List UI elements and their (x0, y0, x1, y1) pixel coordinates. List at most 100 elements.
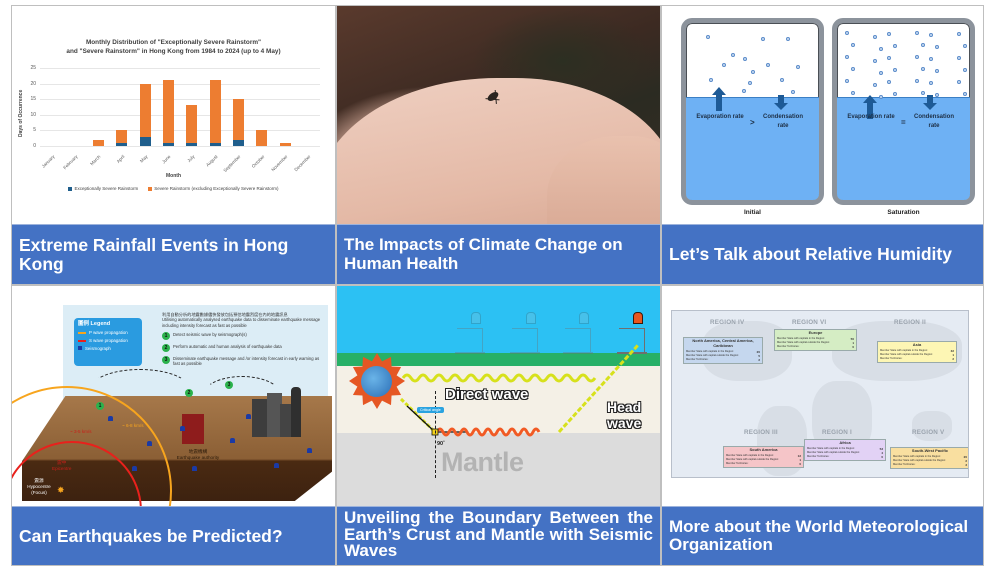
bar-segment-exceptional (139, 136, 151, 146)
chart-title: Monthly Distribution of "Exceptionally S… (66, 39, 281, 56)
bar-segment-exceptional (232, 139, 244, 146)
water-vapour-molecule-icon (845, 31, 849, 35)
jar-initial: Evaporation rate > Condensation rate (681, 18, 824, 205)
surface-layer (337, 353, 660, 366)
chart-bar-march (92, 139, 104, 146)
chart-gridline (40, 99, 320, 101)
rainfall-chart-thumbnail[interactable]: Monthly Distribution of "Exceptionally S… (12, 6, 335, 226)
bar-segment-severe (256, 130, 268, 146)
jar-saturation: Evaporation rate = Condensation rate (832, 18, 975, 205)
card-wmo[interactable]: REGION IV REGION VI REGION II REGION III… (661, 285, 984, 566)
water-vapour-molecule-icon (929, 57, 933, 61)
chart-gridline (40, 68, 320, 69)
rate-operator: = (901, 118, 906, 127)
legend-item-exceptional: Exceptionally Severe Rainstorm (68, 186, 138, 191)
card-title[interactable]: Extreme Rainfall Events in Hong Kong (12, 224, 335, 284)
seismograph-icon (108, 416, 113, 421)
city-building-icon (267, 393, 282, 437)
seismic-diagram-thumbnail[interactable]: Mantle Critical angle 90˚ (337, 286, 660, 508)
humidity-diagram-thumbnail[interactable]: Evaporation rate > Condensation rate Ini… (662, 6, 983, 226)
hypocentre-star-icon: ✸ (57, 485, 65, 495)
seismic-wave-diagram: Mantle Critical angle 90˚ (337, 286, 660, 508)
world-map: REGION IV REGION VI REGION II REGION III… (671, 310, 969, 478)
mosquito-photo-thumbnail[interactable] (337, 6, 660, 226)
bar-segment-severe (162, 80, 174, 143)
chart-y-tick: 10 (30, 111, 36, 118)
card-title[interactable]: Let’s Talk about Relative Humidity (662, 224, 983, 284)
legend-swatch (68, 186, 73, 191)
wmo-region-map: REGION IV REGION VI REGION II REGION III… (662, 286, 983, 508)
water-vapour-molecule-icon (845, 55, 849, 59)
head-wave-label-2: wave (606, 415, 642, 432)
water-vapour-molecule-icon (709, 78, 713, 82)
jar-caption-saturation: Saturation (887, 209, 920, 216)
earthquake-diagram-thumbnail[interactable]: 圖例 Legend P wave propagation S wave prop… (12, 286, 335, 508)
sky-layer (337, 286, 660, 353)
bar-segment-exceptional (209, 142, 221, 146)
water-vapour-molecule-icon (887, 80, 891, 84)
photo-background (337, 6, 660, 226)
chart-legend: Exceptionally Severe Rainstorm Severe Ra… (12, 186, 335, 191)
city-building-icon (280, 404, 293, 437)
water-vapour-molecule-icon (748, 81, 752, 85)
bar-segment-severe (209, 80, 221, 143)
water-vapour-molecule-icon (761, 37, 765, 41)
water-vapour-molecule-icon (915, 55, 919, 59)
chart-gridline (40, 130, 320, 132)
water-layer (686, 97, 819, 200)
card-relative-humidity[interactable]: Evaporation rate > Condensation rate Ini… (661, 5, 984, 285)
card-title[interactable]: Can Earthquakes be Predicted? (12, 506, 335, 565)
bar-segment-exceptional (162, 142, 174, 146)
chart-x-axis-label: Month (166, 173, 181, 179)
water-vapour-molecule-icon (722, 63, 726, 67)
mantle-layer (337, 433, 660, 508)
chart-y-tick: 0 (33, 143, 36, 149)
bar-segment-severe (92, 139, 104, 146)
card-earthquake-prediction[interactable]: 圖例 Legend P wave propagation S wave prop… (11, 285, 336, 566)
bar-segment-severe (186, 105, 198, 143)
water-vapour-molecule-icon (873, 83, 877, 87)
head-wave-label-1: Head (606, 399, 642, 416)
seismograph-icon (78, 346, 82, 351)
water-vapour-molecule-icon (791, 90, 795, 94)
card-crust-mantle[interactable]: Mantle Critical angle 90˚ (336, 285, 661, 566)
card-climate-health[interactable]: The Impacts of Climate Change on Human H… (336, 5, 661, 285)
water-vapour-molecule-icon (706, 35, 710, 39)
water-vapour-molecule-icon (921, 67, 925, 71)
rainfall-bar-chart: Monthly Distribution of "Exceptionally S… (12, 6, 335, 226)
chart-bar-november (279, 142, 291, 146)
card-title[interactable]: The Impacts of Climate Change on Human H… (337, 224, 660, 284)
critical-angle-label: Critical angle (417, 407, 444, 413)
p-wave-arrow-icon (78, 332, 86, 334)
bar-segment-severe (232, 99, 244, 140)
water-vapour-molecule-icon (893, 44, 897, 48)
chart-gridline (40, 114, 320, 116)
earthquake-legend: 圖例 Legend P wave propagation S wave prop… (74, 318, 142, 366)
region-label: REGION IV (710, 319, 745, 326)
water-vapour-molecule-icon (957, 80, 961, 84)
water-vapour-molecule-icon (893, 68, 897, 72)
water-vapour-molecule-icon (935, 45, 939, 49)
water-vapour-molecule-icon (786, 37, 790, 41)
wmo-map-thumbnail[interactable]: REGION IV REGION VI REGION II REGION III… (662, 286, 983, 508)
water-vapour-molecule-icon (921, 91, 925, 95)
region-label: REGION II (894, 319, 926, 326)
condensation-label: Condensation rate (914, 114, 954, 129)
region-name: North America, Central America, Caribbea… (692, 338, 754, 348)
chart-bar-october (256, 130, 268, 146)
legend-seismograph: Seismograph (78, 346, 138, 352)
bar-segment-severe (116, 130, 128, 143)
card-title[interactable]: Unveiling the Boundary Between the Earth… (337, 506, 660, 565)
card-title[interactable]: More about the World Meteorological Orga… (662, 506, 983, 565)
earth-globe-icon (361, 366, 392, 397)
water-vapour-molecule-icon (796, 65, 800, 69)
earthquake-steps: 利用自動分析的地震數據儘快發放包括預估地震烈度在內的地震訊息 Utilising… (162, 312, 321, 366)
water-vapour-molecule-icon (929, 33, 933, 37)
chart-bar-june (162, 80, 174, 146)
chart-bar-july (186, 105, 198, 146)
water-vapour-molecule-icon (873, 59, 877, 63)
card-extreme-rainfall[interactable]: Monthly Distribution of "Exceptionally S… (11, 5, 336, 285)
seismograph-icon (230, 438, 235, 443)
